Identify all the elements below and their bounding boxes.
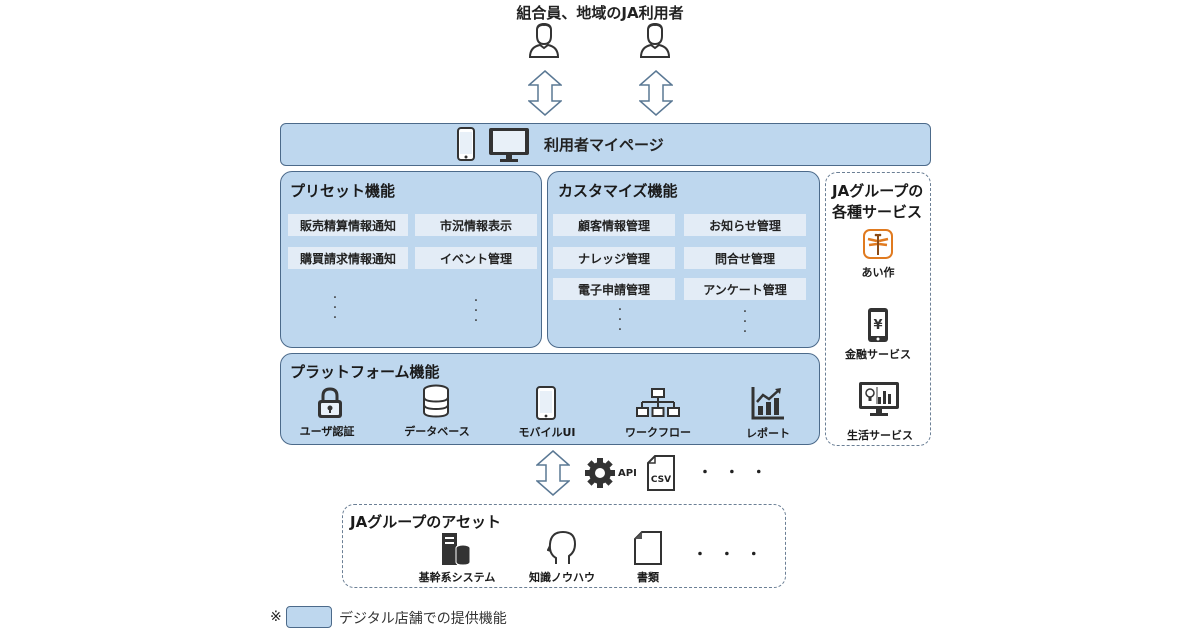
more-dots: ・ ・ ・ (698, 465, 770, 481)
platform-label: データベース (404, 425, 470, 438)
custom-item: 電子申請管理 (553, 278, 675, 300)
platform-label: ワークフロー (625, 426, 691, 439)
smartphone-icon (456, 127, 476, 161)
user-icon (638, 22, 672, 58)
preset-item: 購買請求情報通知 (288, 247, 408, 269)
more-dots: ··· (617, 302, 623, 338)
legend-label: デジタル店舗での提供機能 (339, 611, 507, 627)
platform-title: プラットフォーム機能 (290, 363, 440, 381)
platform-label: モバイルUI (518, 426, 576, 439)
service-label: 金融サービス (845, 348, 911, 361)
legend-swatch (286, 606, 332, 628)
assets-title: JAグループのアセット (350, 513, 501, 531)
custom-title: カスタマイズ機能 (558, 182, 678, 200)
csv-file-icon: CSV (647, 455, 675, 491)
custom-item: アンケート管理 (684, 278, 806, 300)
gear-api-icon (584, 457, 616, 489)
custom-item: お知らせ管理 (684, 214, 806, 236)
preset-item: 販売精算情報通知 (288, 214, 408, 236)
custom-item: 問合せ管理 (684, 247, 806, 269)
dragonfly-app-icon (863, 229, 893, 259)
chart-report-icon (751, 386, 785, 420)
bidirectional-arrow-icon (536, 450, 570, 496)
bidirectional-arrow-icon (528, 70, 562, 116)
user-icon (527, 22, 561, 58)
yen-smartphone-icon: ¥ (866, 307, 890, 343)
monitor-icon (488, 127, 530, 163)
ja-services-panel (825, 172, 931, 446)
platform-label: ユーザ認証 (299, 425, 355, 438)
database-icon (422, 384, 450, 418)
smartphone-icon (535, 386, 557, 420)
services-title-line1: JAグループの (832, 182, 924, 200)
head-icon (547, 530, 577, 566)
more-dots: ··· (742, 304, 748, 340)
more-dots: ··· (473, 293, 479, 329)
lifestyle-monitor-icon (858, 381, 900, 417)
preset-item: イベント管理 (415, 247, 537, 269)
mypage-bar (280, 123, 931, 166)
diagram-title: 組合員、地域のJA利用者 (516, 4, 684, 22)
lock-icon (316, 387, 344, 419)
mypage-label: 利用者マイページ (544, 136, 664, 154)
services-title-line2: 各種サービス (832, 203, 923, 221)
more-dots: ・ ・ ・ (693, 547, 765, 563)
service-label: 生活サービス (847, 429, 913, 442)
legend-mark: ※ (270, 609, 282, 625)
csv-label: CSV (651, 475, 671, 485)
server-database-icon (441, 532, 471, 566)
service-label: あい作 (861, 266, 895, 279)
custom-item: ナレッジ管理 (553, 247, 675, 269)
document-icon (634, 531, 662, 565)
preset-title: プリセット機能 (290, 182, 396, 200)
workflow-icon (636, 388, 680, 418)
bidirectional-arrow-icon (639, 70, 673, 116)
preset-item: 市況情報表示 (415, 214, 537, 236)
platform-label: レポート (746, 427, 790, 440)
more-dots: ··· (332, 290, 338, 326)
custom-item: 顧客情報管理 (553, 214, 675, 236)
svg-text:¥: ¥ (873, 318, 882, 333)
asset-label: 基幹系システム (418, 571, 496, 584)
api-label: API (618, 468, 637, 479)
asset-label: 知識ノウハウ (529, 571, 595, 584)
asset-label: 書類 (637, 571, 659, 584)
